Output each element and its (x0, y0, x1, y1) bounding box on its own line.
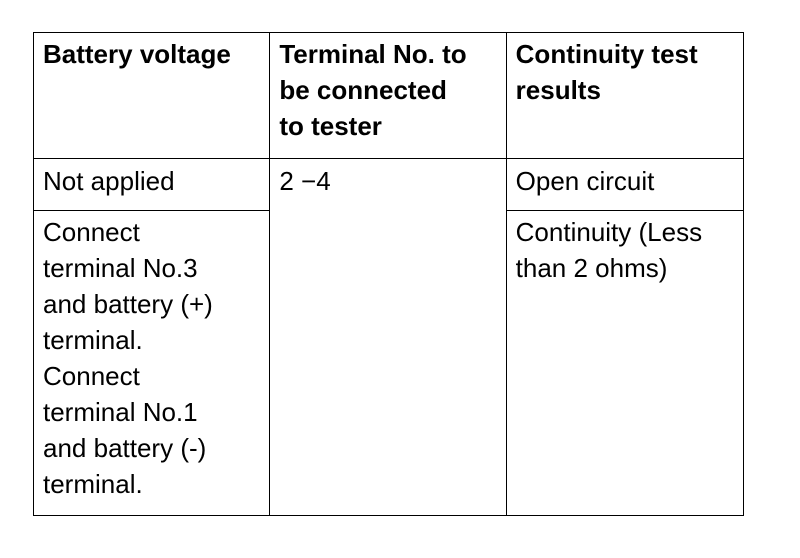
header-battery-voltage: Battery voltage (32, 32, 271, 159)
cell-line: Continuity (Less (515, 217, 703, 247)
table-row: Connect terminal No.3 and battery (+) te… (32, 210, 745, 516)
cell-line: and battery (-) (43, 433, 207, 463)
cell-line: terminal. (43, 325, 143, 355)
cell-line: 2 −4 (279, 166, 331, 196)
header-line: results (515, 75, 601, 105)
header-line: be connected (279, 75, 447, 105)
cell-result: Continuity (Less than 2 ohms) (505, 210, 745, 516)
cell-line: Connect (43, 217, 140, 247)
header-line: Battery voltage (43, 39, 231, 69)
header-line: Continuity test (515, 39, 698, 69)
cell-line: terminal No.3 (43, 253, 198, 283)
cell-line: Connect (43, 361, 140, 391)
header-line: Terminal No. to (279, 39, 467, 69)
header-continuity-results: Continuity test results (505, 32, 745, 159)
table-row: Not applied 2 −4 Open circuit (32, 158, 745, 516)
cell-battery-voltage: Connect terminal No.3 and battery (+) te… (32, 210, 271, 516)
cell-battery-voltage: Not applied (32, 158, 271, 211)
continuity-test-table: Battery voltage Terminal No. to be conne… (32, 32, 745, 516)
header-line: to tester (279, 111, 382, 141)
cell-line: terminal No.1 (43, 397, 198, 427)
cell-line: Not applied (43, 166, 175, 196)
cell-terminal-no: 2 −4 (269, 158, 507, 516)
cell-line: terminal. (43, 469, 143, 499)
cell-line: than 2 ohms) (515, 253, 668, 283)
cell-line: Open circuit (515, 166, 655, 196)
table-header-row: Battery voltage Terminal No. to be conne… (32, 32, 745, 159)
header-terminal-no: Terminal No. to be connected to tester (269, 32, 507, 159)
cell-line: and battery (+) (43, 289, 213, 319)
cell-result: Open circuit (505, 158, 745, 211)
